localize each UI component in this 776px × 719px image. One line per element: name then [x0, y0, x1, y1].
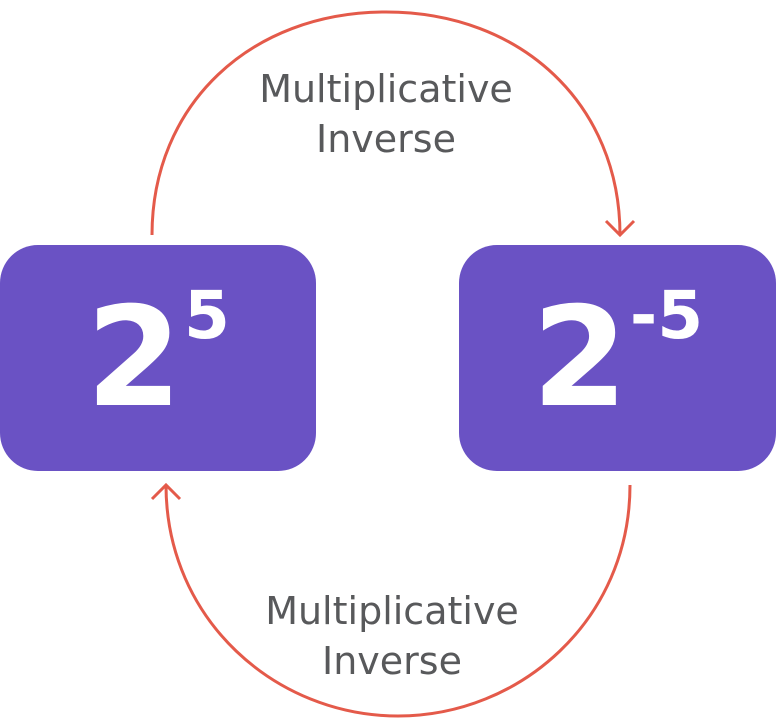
top-label-line1: Multiplicative: [259, 67, 513, 111]
right-expression: 2 -5: [531, 277, 703, 438]
bottom-label-line2: Inverse: [322, 639, 462, 683]
top-arrowhead-icon: [604, 219, 636, 238]
left-exponent: 5: [184, 277, 230, 354]
left-expression: 2 5: [86, 277, 230, 438]
top-label-line2: Inverse: [316, 117, 456, 161]
left-node-box: 2 5: [0, 245, 316, 471]
bottom-label-line1: Multiplicative: [265, 589, 519, 633]
top-arc-arrow: [150, 10, 622, 236]
left-base: 2: [86, 277, 183, 438]
bottom-arrowhead-icon: [150, 482, 182, 501]
top-arrow-label: Multiplicative Inverse: [176, 64, 596, 164]
right-base: 2: [531, 277, 628, 438]
right-node-box: 2 -5: [459, 245, 776, 471]
right-exponent: -5: [629, 277, 704, 354]
bottom-arc-arrow: [164, 484, 632, 718]
bottom-arrow-label: Multiplicative Inverse: [182, 586, 602, 686]
